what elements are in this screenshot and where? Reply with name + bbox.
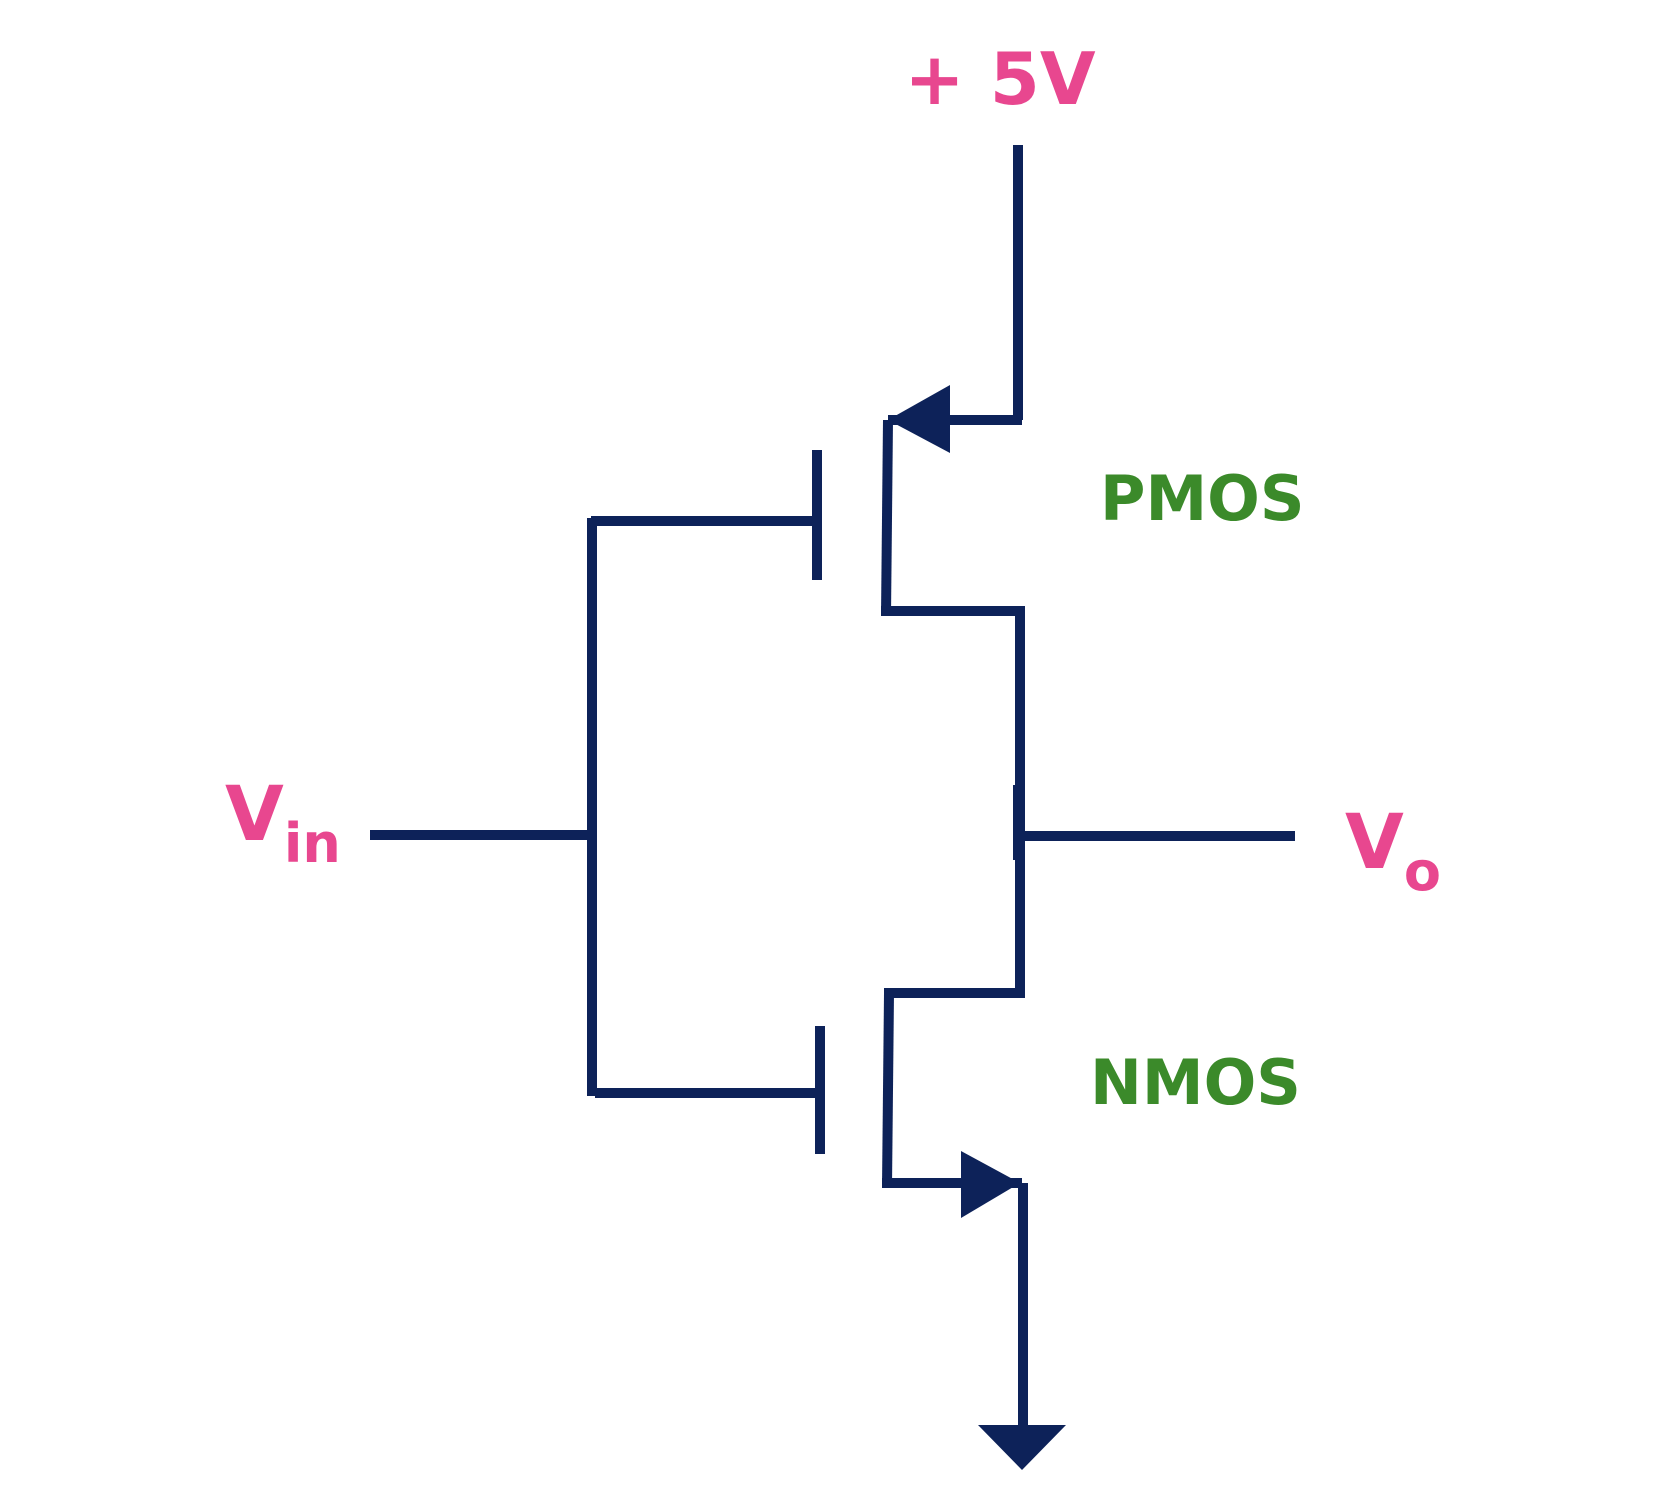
pmos-channel — [881, 419, 893, 617]
nmos-channel — [882, 992, 894, 1188]
pmos-source-arrow-icon — [888, 385, 950, 453]
vin-label-main: V — [225, 769, 284, 858]
vout-label: Vo — [1345, 797, 1441, 903]
vin-label: Vin — [225, 769, 341, 875]
vin-label-sub: in — [284, 812, 341, 875]
nmos-source-arrow-icon — [961, 1151, 1020, 1218]
pmos-label: PMOS — [1100, 462, 1305, 535]
vout-label-sub: o — [1404, 840, 1441, 903]
vout-label-main: V — [1345, 797, 1404, 886]
supply-voltage-label: + 5V — [904, 37, 1095, 121]
ground-arrow-icon — [978, 1425, 1066, 1470]
nmos-label: NMOS — [1090, 1046, 1301, 1119]
